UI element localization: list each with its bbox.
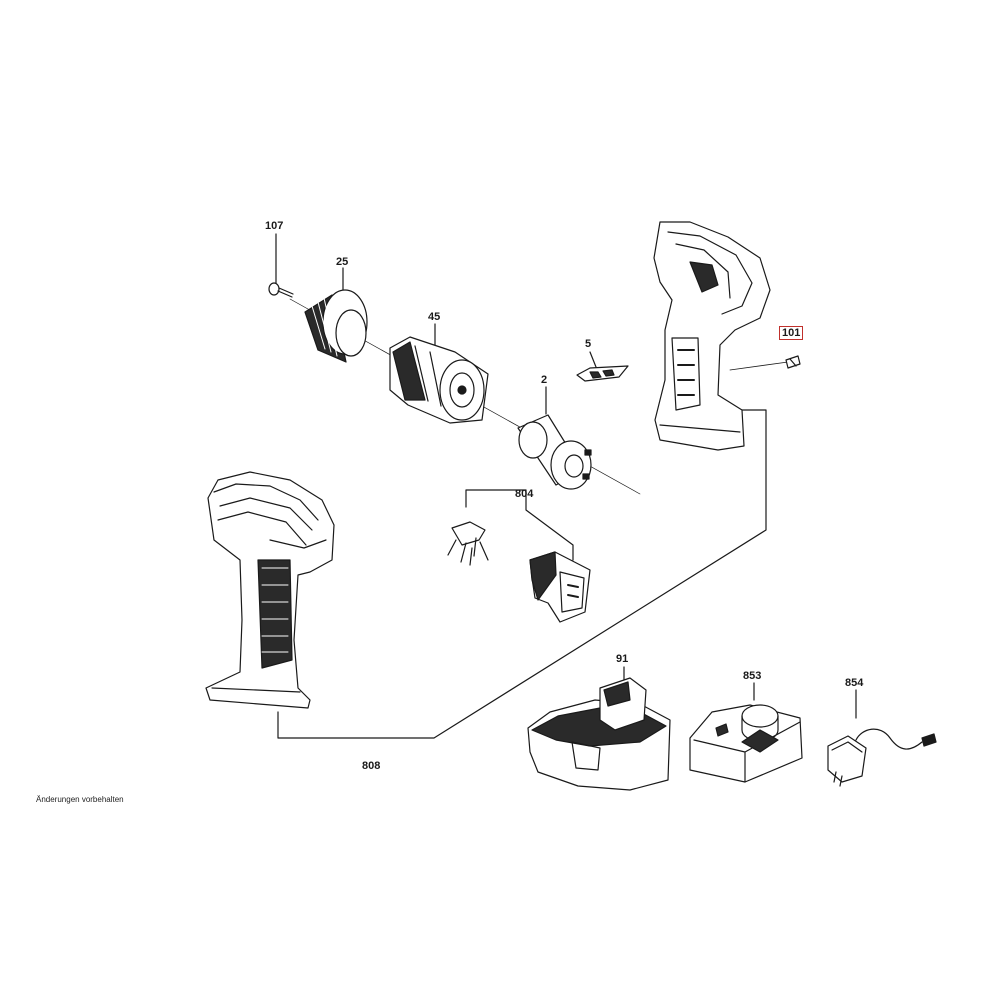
battery-91-shape	[527, 677, 671, 791]
part-label-45: 45	[428, 311, 441, 323]
part-label-853: 853	[743, 670, 762, 682]
gearbox-45-shape	[389, 336, 489, 424]
part-label-101: 101	[779, 326, 804, 340]
screw-101-shape	[785, 355, 801, 369]
switch-804-shape	[529, 551, 591, 623]
charger-853-shape	[689, 704, 803, 783]
screw-axis-101	[729, 361, 789, 371]
bracket-804	[465, 489, 574, 561]
adapter-854-shape	[827, 728, 937, 787]
chuck-25-shape	[304, 289, 368, 363]
part-label-25: 25	[336, 256, 349, 268]
brushes-804-shape	[447, 521, 489, 566]
part-label-808: 808	[362, 760, 381, 772]
motor-2-shape	[517, 414, 592, 490]
screw-107-shape	[268, 282, 294, 298]
part-label-107: 107	[265, 220, 284, 232]
part-5-shape	[576, 365, 629, 382]
leader-5	[589, 351, 597, 368]
part-label-2: 2	[541, 374, 548, 386]
housing-left-shape	[205, 471, 335, 709]
part-label-91: 91	[616, 653, 629, 665]
housing-right-shape	[653, 221, 771, 451]
part-label-854: 854	[845, 677, 864, 689]
bracket-808	[277, 409, 767, 739]
part-label-5: 5	[585, 338, 592, 350]
footnote-text: Änderungen vorbehalten	[36, 795, 124, 804]
part-label-804: 804	[515, 488, 534, 500]
